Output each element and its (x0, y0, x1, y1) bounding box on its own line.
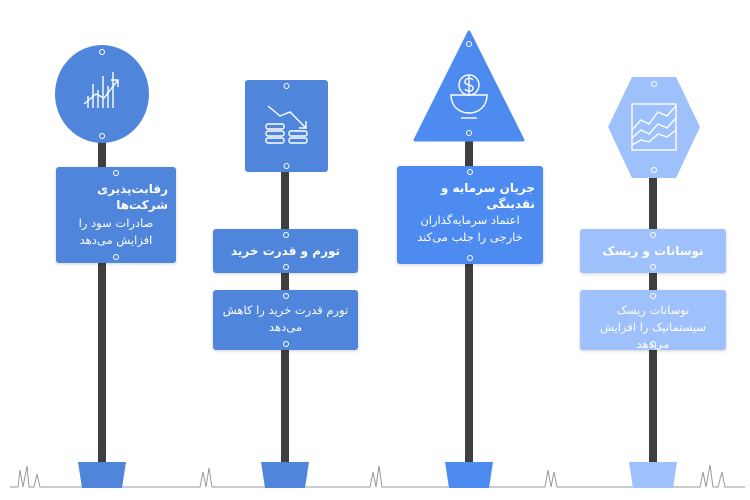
sign-posts (98, 118, 657, 470)
rivet (467, 169, 473, 175)
sign-1-card: رقابت‌پذیری شرکت‌ها صادرات سود را افزایش… (56, 167, 176, 263)
sign-1-text: صادرات سود را افزایش می‌دهد (78, 216, 154, 247)
sign-2-text-card: تورم قدرت خرید را کاهش می‌دهد (213, 290, 358, 350)
rivet (650, 232, 656, 238)
rivet (282, 341, 289, 347)
rivet (650, 264, 656, 270)
falling-coins-icon (265, 105, 308, 144)
rivet (650, 293, 656, 299)
post-bases (78, 462, 677, 488)
post-3 (465, 138, 473, 470)
sign-3-card: جریان سرمایه و نقدینگی اعتماد سرمایه‌گذا… (397, 166, 543, 264)
rivet (282, 293, 289, 299)
sign-2-text: تورم قدرت خرید را کاهش می‌دهد (222, 303, 349, 334)
sign-3-text: اعتماد سرمایه‌گذاران خارجی را جلب می‌کند (417, 213, 523, 244)
rising-bars-icon (83, 72, 119, 108)
rivet (113, 254, 119, 260)
rivet (282, 232, 289, 238)
sign-3-title: جریان سرمایه و نقدینگی (440, 181, 535, 211)
rivet (282, 264, 289, 270)
volatile-area-chart-icon (631, 103, 677, 151)
sign-2-title: تورم و قدرت خرید (230, 244, 341, 258)
sign-2-title-card: تورم و قدرت خرید (213, 229, 358, 273)
sign-4-text-card: نوسانات ریسک سیستماتیک را افزایش می‌دهد (580, 290, 726, 351)
sign-1-head (55, 45, 149, 143)
dollar-coin-bowl-icon (450, 74, 488, 119)
sign-2-head (245, 80, 328, 172)
rivet (650, 341, 656, 347)
ground-grass (10, 464, 745, 488)
post-1 (98, 140, 106, 470)
sign-4-title: نوسانات و ریسک (602, 244, 704, 258)
sign-4-title-card: نوسانات و ریسک (580, 229, 726, 273)
sign-1-title: رقابت‌پذیری شرکت‌ها (97, 182, 168, 212)
base-3 (445, 462, 493, 488)
rivet (467, 255, 473, 261)
sign-3-head (413, 30, 525, 142)
sign-4-head (608, 77, 700, 178)
base-2 (261, 462, 309, 488)
rivet (113, 170, 119, 176)
base-4 (629, 462, 677, 488)
base-1 (78, 462, 126, 488)
